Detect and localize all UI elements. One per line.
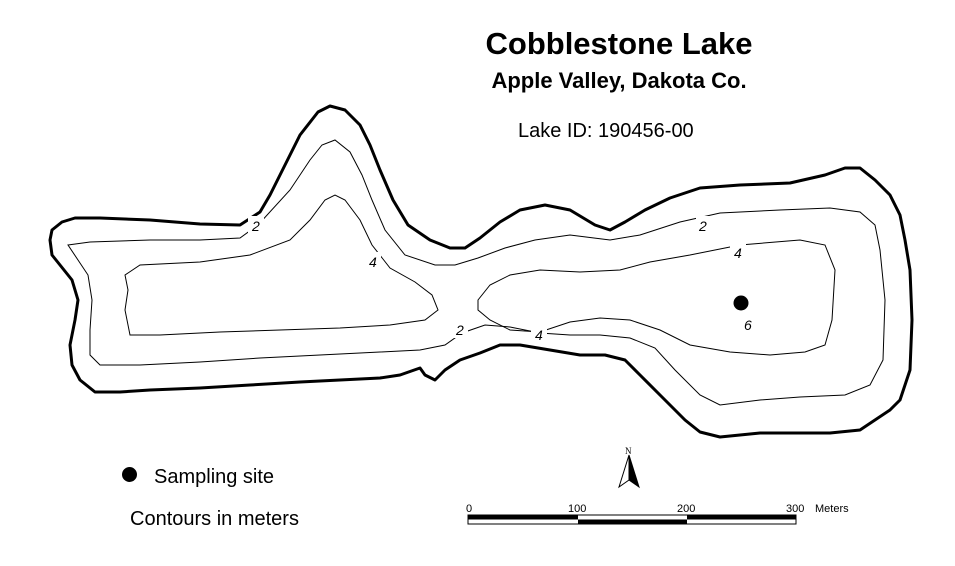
legend-contours-note: Contours in meters	[130, 508, 299, 530]
scale-tick: 0	[466, 503, 472, 515]
contour-4m-east	[477, 239, 836, 356]
sampling-site-marker	[733, 295, 749, 311]
legend-sampling-site: Sampling site	[154, 466, 275, 488]
map-subtitle: Apple Valley, Dakota Co.	[491, 68, 747, 93]
lake-id: Lake ID: 190456-00	[518, 120, 694, 142]
north-arrow: N	[618, 446, 640, 489]
contour-label: 4	[369, 254, 377, 270]
contour-label: 4	[734, 245, 742, 261]
scale-tick: 200	[677, 503, 695, 515]
shoreline	[48, 104, 914, 439]
scale-unit: Meters	[815, 503, 849, 515]
north-label: N	[625, 446, 632, 456]
legend-sampling-site-icon	[122, 467, 137, 482]
contour-label: 2	[698, 218, 707, 234]
contour-2m	[67, 139, 886, 406]
contour-label: 2	[251, 218, 260, 234]
scale-bar: 0 100 200 300 Meters	[466, 503, 849, 525]
scale-tick: 100	[568, 503, 586, 515]
contour-label: 2	[455, 322, 464, 338]
contour-label: 4	[535, 327, 543, 343]
contour-4m-west	[124, 194, 439, 336]
map-title: Cobblestone Lake	[485, 26, 753, 61]
scale-tick: 300	[786, 503, 804, 515]
contour-label: 6	[744, 317, 752, 333]
